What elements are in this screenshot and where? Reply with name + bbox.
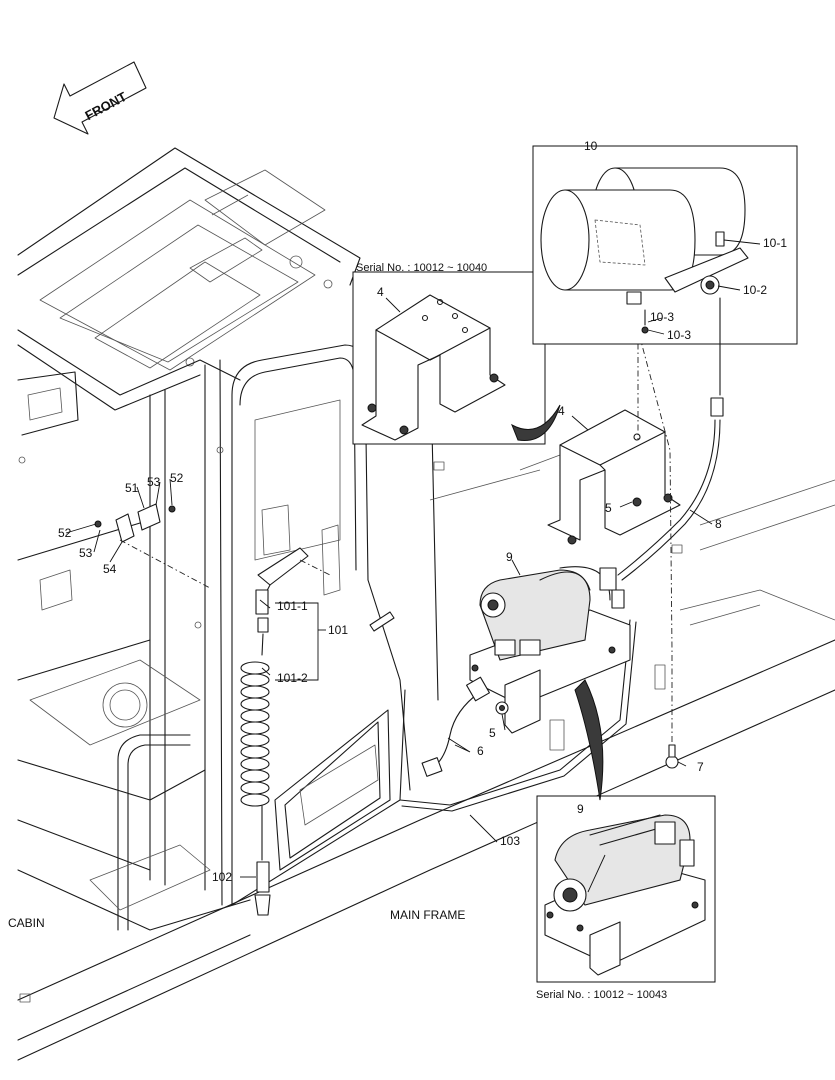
part-label-102: 102 xyxy=(212,870,232,884)
area-label-cabin: CABIN xyxy=(8,916,45,930)
part-label-53b: 53 xyxy=(79,546,93,560)
part-label-5-upper: 5 xyxy=(605,501,612,515)
bolt-7 xyxy=(665,744,679,769)
part-label-7: 7 xyxy=(697,760,704,774)
part-label-10-3b: 10-3 xyxy=(667,328,691,342)
part-label-9: 9 xyxy=(506,550,513,564)
inset-compressor: Serial No. : 10012 ~ 10043 xyxy=(536,795,716,1001)
part-label-10-3a: 10-3 xyxy=(650,310,674,324)
cabin-structure xyxy=(17,147,835,1061)
part-label-10-2: 10-2 xyxy=(743,283,767,297)
inset-tank xyxy=(532,145,798,396)
part-label-4-inset: 4 xyxy=(377,285,384,299)
compressor-main xyxy=(469,566,631,734)
inset-bracket: Serial No. : 10012 ~ 10040 xyxy=(352,262,546,445)
part-label-51: 51 xyxy=(125,481,139,495)
inset-bracket-serial: Serial No. : 10012 ~ 10040 xyxy=(356,262,487,274)
part-label-101-1: 101-1 xyxy=(277,599,308,613)
part-label-52b: 52 xyxy=(58,526,72,540)
hose-103 xyxy=(399,619,631,806)
part-label-5-lower: 5 xyxy=(489,726,496,740)
area-label-main-frame: MAIN FRAME xyxy=(390,908,465,922)
part-label-9-inset: 9 xyxy=(577,802,584,816)
part-label-101: 101 xyxy=(328,623,348,637)
part-label-10-1: 10-1 xyxy=(763,236,787,250)
switch-assembly xyxy=(94,503,211,589)
bolt-5-lower xyxy=(495,701,509,715)
part-label-101-2: 101-2 xyxy=(277,671,308,685)
bracket-main xyxy=(547,409,681,545)
part-label-10: 10 xyxy=(584,139,598,153)
hose-6 xyxy=(431,691,481,769)
part-label-103: 103 xyxy=(500,834,520,848)
air-hose-assembly xyxy=(240,547,331,916)
pointer-arrow-compressor xyxy=(574,679,604,801)
hose-8 xyxy=(617,419,716,576)
coil-hose xyxy=(240,661,270,807)
front-arrow: FRONT xyxy=(53,61,147,135)
part-label-4: 4 xyxy=(558,404,565,418)
part-label-54: 54 xyxy=(103,562,117,576)
part-label-52a: 52 xyxy=(170,471,184,485)
part-label-6: 6 xyxy=(477,744,484,758)
part-label-53a: 53 xyxy=(147,475,161,489)
inset-compressor-serial: Serial No. : 10012 ~ 10043 xyxy=(536,989,667,1001)
leader-lines xyxy=(65,145,761,893)
part-label-8: 8 xyxy=(715,517,722,531)
pointer-arrow-bracket xyxy=(511,404,561,442)
